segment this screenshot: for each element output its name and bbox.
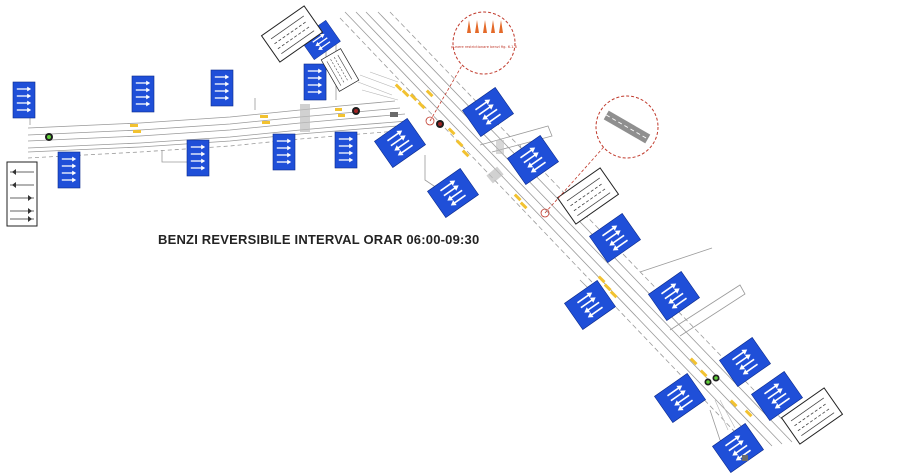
lane-sign-icon	[589, 213, 640, 262]
lane-sign-icon	[13, 82, 35, 118]
lane-sign-icon	[335, 132, 357, 168]
lane-sign-icon	[273, 134, 295, 170]
lane-diagram-signs	[261, 5, 843, 445]
lane-sign-icon	[187, 140, 209, 176]
lane-markings	[130, 83, 753, 418]
traffic-cone-icon	[467, 20, 503, 33]
legend-box	[6, 161, 38, 227]
lane-sign-icon	[374, 118, 425, 167]
lane-sign-icon	[132, 76, 154, 112]
lane-sign-icon	[719, 337, 770, 386]
callout-road-section	[540, 95, 659, 218]
traffic-light-icons	[45, 107, 720, 386]
lane-diagram-icon	[320, 48, 360, 92]
road-west-branch	[27, 100, 411, 159]
lane-sign-icon	[58, 152, 80, 188]
diagram-title: BENZI REVERSIBILE INTERVAL ORAR 06:00-09…	[158, 232, 480, 247]
callout-cones-text: punere restrictionare benzi fig. 6.1.8	[451, 45, 517, 49]
lane-sign-icon	[427, 168, 478, 217]
lane-sign-icon	[304, 64, 326, 100]
road-main-diagonal	[339, 11, 803, 455]
crosswalks	[300, 104, 504, 184]
lane-sign-icon	[712, 423, 763, 472]
lane-diagram-icon	[557, 167, 619, 225]
lane-sign-icon	[211, 70, 233, 106]
callout-cones: punere restrictionare benzi fig. 6.1.8	[425, 11, 518, 126]
lane-sign-icon	[507, 135, 558, 184]
hatched-islands	[357, 71, 736, 431]
obstacle-icons	[390, 112, 748, 461]
